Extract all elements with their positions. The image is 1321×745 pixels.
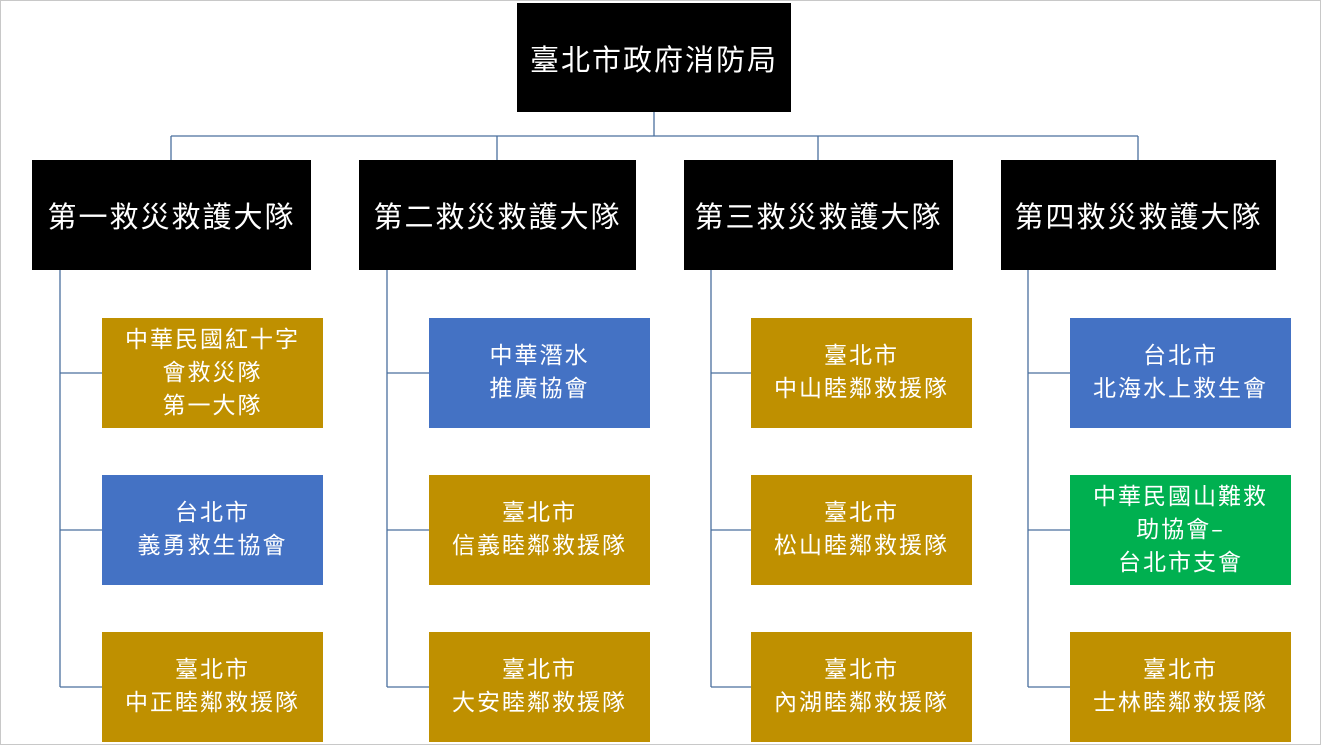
brigade-node-3: 第三救災救護大隊: [684, 160, 953, 270]
brigade-node-4: 第四救災救護大隊: [1001, 160, 1276, 270]
unit-node-label: 臺北市 士林睦鄰救援隊: [1093, 657, 1268, 716]
unit-node-label: 中華民國山難救 助協會– 台北市支會: [1093, 483, 1268, 576]
unit-node-label: 中華民國紅十字 會救災隊 第一大隊: [125, 326, 300, 419]
root-node-fire-department: 臺北市政府消防局: [517, 3, 791, 112]
unit-node-label: 臺北市 信義睦鄰救援隊: [452, 500, 627, 559]
unit-node-label: 臺北市 中正睦鄰救援隊: [125, 657, 300, 716]
unit-node-b3-2: 臺北市 松山睦鄰救援隊: [751, 475, 972, 585]
brigade-node-label: 第四救災救護大隊: [1014, 200, 1263, 234]
unit-node-b2-2: 臺北市 信義睦鄰救援隊: [429, 475, 650, 585]
unit-node-b4-2: 中華民國山難救 助協會– 台北市支會: [1070, 475, 1291, 585]
unit-node-label: 台北市 北海水上救生會: [1093, 343, 1268, 402]
unit-node-b3-1: 臺北市 中山睦鄰救援隊: [751, 318, 972, 428]
unit-node-b1-2: 台北市 義勇救生協會: [102, 475, 323, 585]
unit-node-b2-3: 臺北市 大安睦鄰救援隊: [429, 632, 650, 742]
unit-node-label: 中華潛水 推廣協會: [489, 343, 590, 402]
brigade-node-label: 第三救災救護大隊: [694, 200, 943, 234]
brigade-node-label: 第一救災救護大隊: [47, 200, 296, 234]
unit-node-label: 臺北市 大安睦鄰救援隊: [452, 657, 627, 716]
unit-node-label: 台北市 義勇救生協會: [137, 500, 288, 559]
unit-node-b4-3: 臺北市 士林睦鄰救援隊: [1070, 632, 1291, 742]
brigade-node-2: 第二救災救護大隊: [359, 160, 636, 270]
unit-node-label: 臺北市 中山睦鄰救援隊: [774, 343, 949, 402]
root-node-label: 臺北市政府消防局: [529, 42, 778, 77]
unit-node-b1-1: 中華民國紅十字 會救災隊 第一大隊: [102, 318, 323, 428]
brigade-node-1: 第一救災救護大隊: [32, 160, 311, 270]
unit-node-b1-3: 臺北市 中正睦鄰救援隊: [102, 632, 323, 742]
brigade-node-label: 第二救災救護大隊: [373, 200, 622, 234]
unit-node-b2-1: 中華潛水 推廣協會: [429, 318, 650, 428]
unit-node-b3-3: 臺北市 內湖睦鄰救援隊: [751, 632, 972, 742]
unit-node-label: 臺北市 松山睦鄰救援隊: [774, 500, 949, 559]
unit-node-label: 臺北市 內湖睦鄰救援隊: [774, 657, 949, 716]
unit-node-b4-1: 台北市 北海水上救生會: [1070, 318, 1291, 428]
